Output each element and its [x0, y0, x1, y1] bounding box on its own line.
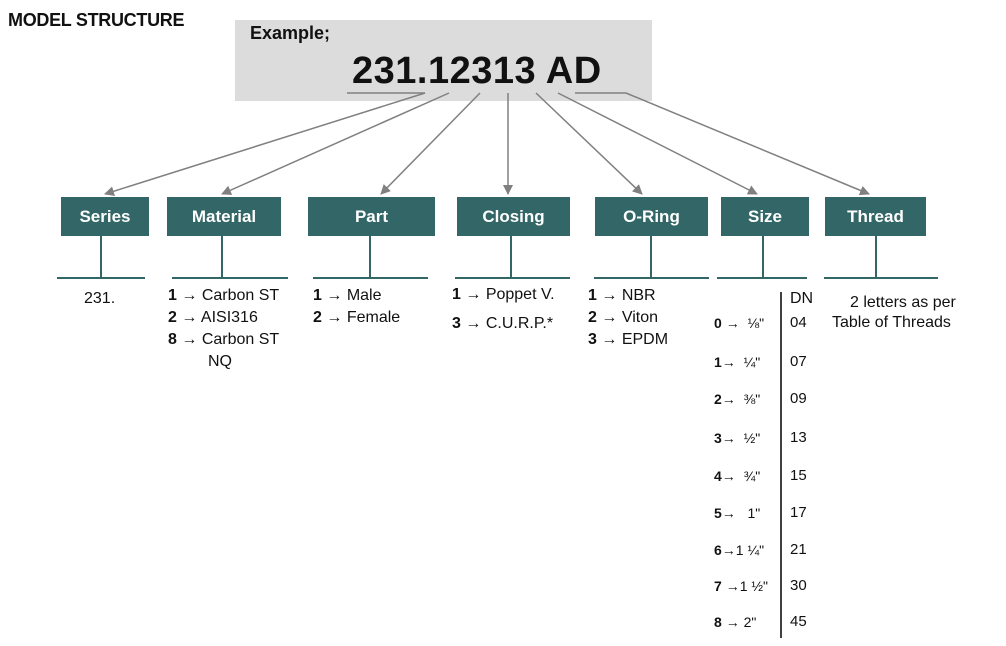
- oring-row: 3 → EPDM: [588, 331, 669, 348]
- series-value: 231.: [84, 290, 116, 307]
- dn-value: 13: [790, 429, 807, 446]
- example-label: Example;: [250, 23, 331, 43]
- size-row: 4→ ¾": [714, 468, 761, 484]
- dn-value: 30: [790, 577, 807, 594]
- arrow-part: [380, 92, 481, 195]
- thread-line-2: Table of Threads: [832, 314, 951, 331]
- category-material: Material: [167, 197, 281, 236]
- arrow-material: [221, 92, 450, 195]
- category-part: Part: [308, 197, 435, 236]
- oring-row: 1 → NBR: [588, 287, 656, 304]
- example-code: 231.12313 AD: [352, 50, 602, 92]
- part-row: 2 → Female: [313, 309, 401, 326]
- category-series: Series: [61, 197, 149, 236]
- size-row: 8 → 2": [714, 614, 757, 630]
- size-row: 0 → ⅛": [714, 315, 765, 331]
- dn-value: 15: [790, 467, 807, 484]
- example-box: [235, 20, 652, 101]
- dn-value: 17: [790, 504, 807, 521]
- dn-value: 07: [790, 353, 807, 370]
- closing-row: 3 → C.U.R.P.*: [452, 315, 554, 332]
- size-row: 7 →1 ½": [714, 578, 769, 594]
- arrow-oring: [535, 92, 643, 195]
- size-row: 6→1 ¼": [714, 542, 765, 558]
- thread-line-1: 2 letters as per: [850, 294, 956, 311]
- page-title: MODEL STRUCTURE: [8, 10, 185, 30]
- size-row: 1→ ¼": [714, 354, 761, 370]
- dn-header: DN: [790, 290, 814, 307]
- material-row: 8 → Carbon ST: [168, 331, 280, 348]
- dn-value: 21: [790, 541, 807, 558]
- dn-value: 09: [790, 390, 807, 407]
- size-row: 2→ ⅜": [714, 391, 761, 407]
- size-row: 3→ ½": [714, 430, 761, 446]
- material-row: 1 → Carbon ST: [168, 287, 280, 304]
- arrow-thread: [625, 92, 870, 196]
- part-row: 1 → Male: [313, 287, 382, 304]
- category-oring: O-Ring: [595, 197, 708, 236]
- oring-row: 2 → Viton: [588, 309, 658, 326]
- category-brackets: [57, 236, 938, 279]
- size-row: 5→ 1": [714, 505, 761, 521]
- material-row: NQ: [208, 353, 232, 370]
- dn-value: 04: [790, 314, 807, 331]
- arrow-size: [557, 92, 758, 195]
- category-size: Size: [721, 197, 809, 236]
- category-closing: Closing: [457, 197, 570, 236]
- material-row: 2 → AISI316: [168, 309, 258, 326]
- arrow-series: [104, 92, 426, 197]
- category-thread: Thread: [825, 197, 926, 236]
- dn-value: 45: [790, 613, 807, 630]
- closing-row: 1 → Poppet V.: [452, 286, 555, 303]
